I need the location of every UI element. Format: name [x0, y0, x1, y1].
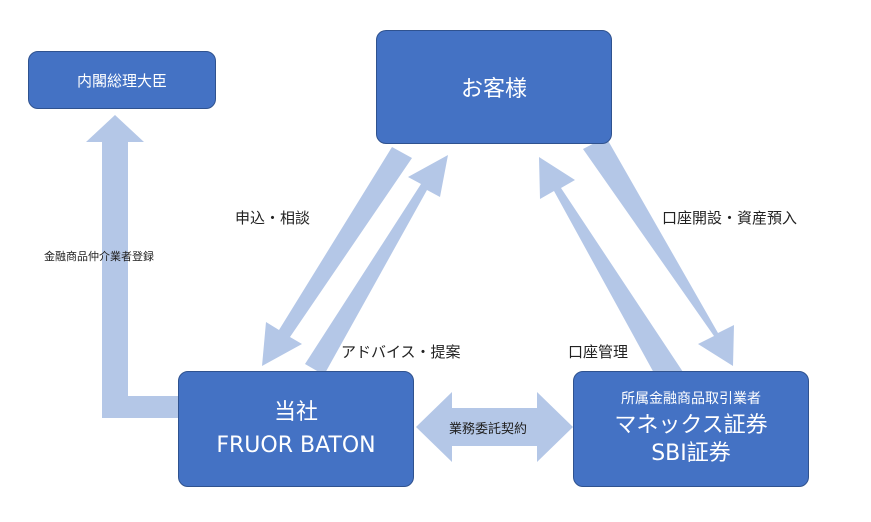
broker-subtitle: 所属金融商品取引業者: [621, 390, 761, 407]
company-name-line1: 当社: [273, 400, 318, 425]
broker-name-line2: SBI証券: [651, 440, 731, 466]
account-open-label: 口座開設・資産預入: [662, 209, 798, 227]
broker-box: 所属金融商品取引業者 マネックス証券 SBI証券: [573, 371, 809, 487]
company-box: 当社 FRUOR BATON: [178, 371, 414, 487]
prime-minister-box: 内閣総理大臣: [28, 51, 216, 109]
account-manage-label: 口座管理: [568, 343, 629, 361]
account-open-arrow: [583, 137, 734, 366]
company-name-line2: FRUOR BATON: [216, 433, 376, 458]
application-arrow: [262, 147, 412, 366]
customer-label: お客様: [460, 77, 527, 102]
registration-label: 金融商品仲介業者登録: [44, 250, 154, 263]
contract-label: 業務委託契約: [449, 422, 528, 437]
application-label: 申込・相談: [235, 209, 311, 227]
contract-arrow: [416, 392, 573, 462]
customer-box: お客様: [376, 30, 612, 144]
account-manage-arrow: [539, 157, 683, 384]
broker-name-line1: マネックス証券: [614, 413, 768, 439]
prime-minister-label: 内閣総理大臣: [76, 71, 167, 90]
advice-label: アドバイス・提案: [341, 343, 461, 361]
advice-arrow: [305, 155, 448, 375]
registration-arrow: [86, 115, 180, 418]
